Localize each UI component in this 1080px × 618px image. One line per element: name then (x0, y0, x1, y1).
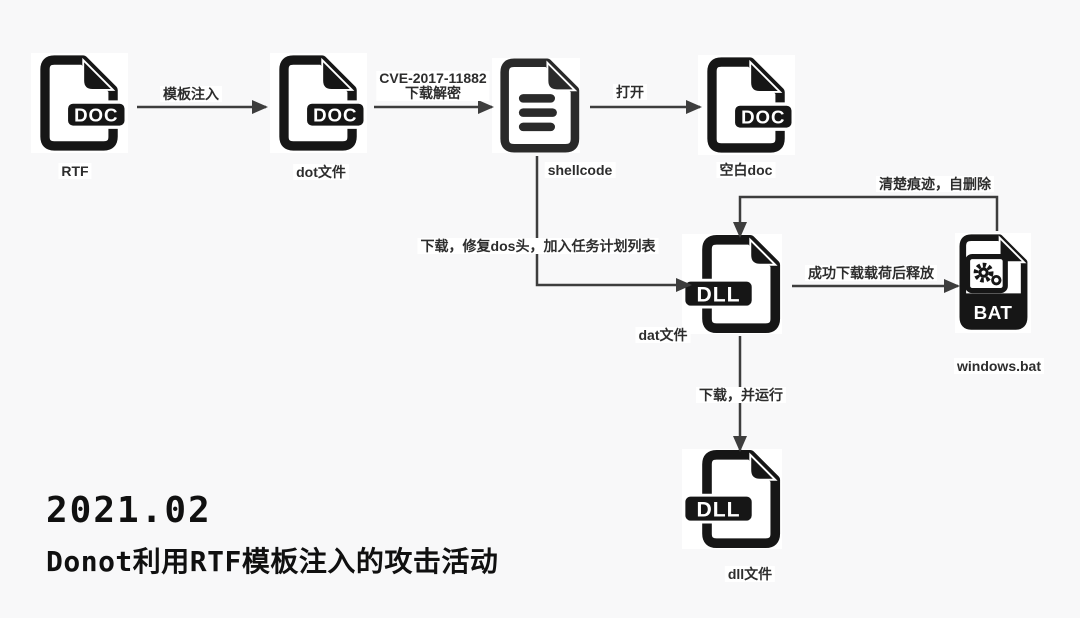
title-name: Donot利用RTF模板注入的攻击活动 (46, 545, 499, 578)
title-block: 2021.02 Donot利用RTF模板注入的攻击活动 (46, 490, 498, 580)
bat-badge-label: BAT (974, 302, 1013, 323)
doc-file-icon: DOC (40, 55, 128, 151)
label-shellcode: shellcode (544, 162, 616, 178)
edge-label-download-run: 下载，并运行 (696, 387, 786, 403)
arrow-bat-to-dat (733, 195, 999, 238)
dll-badge-label: DLL (697, 283, 741, 306)
edge-label-cve-download-decrypt: CVE-2017-11882 下载解密 (376, 70, 490, 101)
node-dot-file: DOC (270, 53, 367, 153)
node-dat-file: DLL (682, 234, 782, 334)
label-windows-bat: windows.bat (954, 358, 1044, 374)
dll-file-icon: DLL (682, 234, 781, 334)
node-shellcode (492, 58, 580, 153)
edge-label-template-injection: 模板注入 (160, 86, 222, 102)
node-blank-doc: DOC (698, 55, 795, 155)
dll-badge-label: DLL (697, 498, 741, 521)
edge-label-download-fix-dos: 下载，修复dos头，加入任务计划列表 (417, 238, 659, 254)
dll-file-icon: DLL (682, 449, 781, 549)
text-document-icon (500, 58, 580, 153)
node-rtf-file: DOC (31, 53, 128, 153)
doc-badge-label: DOC (313, 105, 357, 126)
gear-icon (973, 262, 1002, 286)
edge-label-cve-line2: 下载解密 (404, 85, 461, 101)
label-dot-file: dot文件 (293, 164, 349, 180)
node-dll-file: DLL (682, 449, 782, 549)
node-windows-bat: BAT (955, 233, 1031, 333)
doc-file-icon: DOC (707, 57, 795, 153)
edge-label-clean-traces: 清楚痕迹，自删除 (876, 176, 994, 192)
edge-label-cve-line1: CVE-2017-11882 (379, 70, 487, 86)
bat-file-icon: BAT (959, 234, 1028, 330)
doc-badge-label: DOC (74, 105, 118, 126)
doc-badge-label: DOC (741, 107, 785, 128)
edge-label-release-payload: 成功下载载荷后释放 (805, 265, 937, 281)
label-rtf: RTF (58, 163, 92, 179)
label-blank-doc: 空白doc (716, 162, 776, 178)
label-dll-file: dll文件 (724, 566, 776, 582)
title-date: 2021.02 (46, 490, 212, 531)
label-dat-file: dat文件 (635, 327, 691, 343)
edge-label-open: 打开 (613, 84, 647, 100)
doc-file-icon: DOC (279, 55, 367, 151)
